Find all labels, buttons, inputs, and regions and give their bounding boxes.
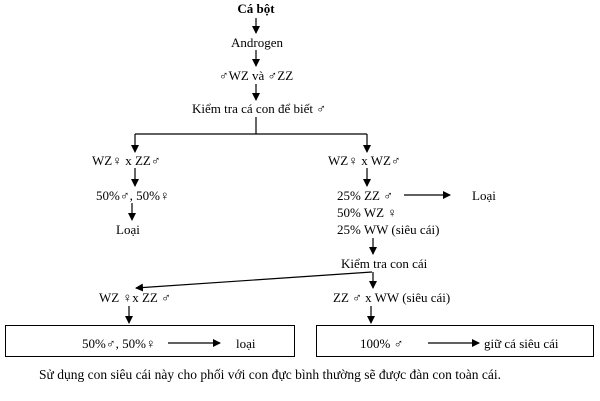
right-result-ww: 25% WW (siêu cái): [337, 222, 440, 237]
bottom-left-result: 50%♂, 50%♀: [82, 336, 156, 351]
bottom-right-cross: ZZ ♂ x WW (siêu cái): [333, 290, 451, 305]
right-cross: WZ♀ x WZ♂: [328, 153, 401, 168]
node-start: Cá bột: [237, 1, 275, 16]
caption-paragraph: Sử dụng con siêu cái này cho phối với co…: [39, 367, 501, 382]
node-wz-zz-males: ♂WZ và ♂ZZ: [218, 68, 294, 83]
bottom-right-box: [316, 325, 594, 357]
bottom-right-outcome: giữ cá siêu cái: [484, 336, 559, 351]
right-result-wz: 50% WZ ♀: [337, 205, 398, 220]
bottom-left-cross: WZ ♀x ZZ ♂: [99, 290, 171, 305]
right-result-zz: 25% ZZ ♂: [337, 188, 393, 203]
node-check-offspring: Kiểm tra cá con để biết ♂: [192, 101, 326, 116]
arrow-check-bottom-left: [135, 271, 373, 292]
bottom-left-outcome: loại: [236, 336, 256, 351]
left-cross: WZ♀ x ZZ♂: [92, 153, 161, 168]
bottom-left-box: [5, 325, 295, 357]
left-outcome: Loại: [116, 222, 140, 237]
node-check-females: Kiểm tra con cái: [341, 256, 428, 271]
bottom-right-result: 100% ♂: [360, 336, 404, 351]
right-result-zz-outcome: Loại: [472, 188, 496, 203]
left-result: 50%♂, 50%♀: [96, 188, 170, 203]
node-androgen: Androgen: [231, 35, 283, 50]
